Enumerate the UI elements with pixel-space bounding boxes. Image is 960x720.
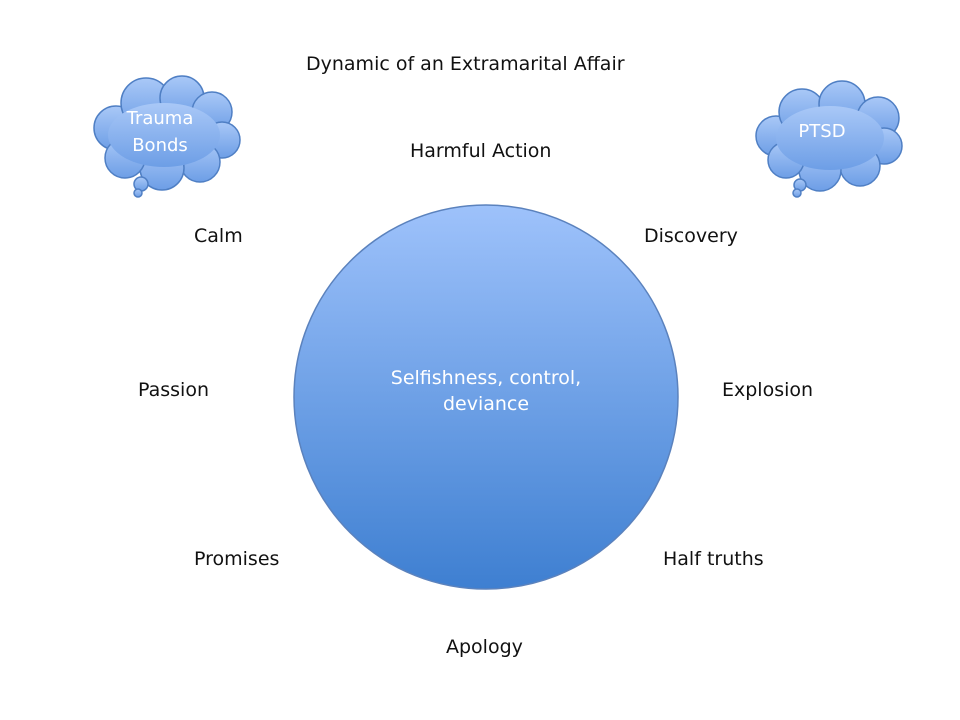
cycle-label-apology: Apology — [446, 636, 523, 658]
cycle-label-half-truths: Half truths — [663, 548, 764, 570]
thought-cloud-right-line-1: PTSD — [798, 121, 846, 142]
thought-cloud-left-text: Trauma Bonds — [108, 105, 212, 159]
thought-cloud-left-line-1: Trauma — [126, 108, 194, 129]
central-circle-line-1: Selfishness, control, — [390, 367, 582, 389]
cycle-label-calm: Calm — [194, 225, 243, 247]
cycle-label-passion: Passion — [138, 379, 209, 401]
thought-cloud-left-line-2: Bonds — [132, 135, 188, 156]
central-circle-line-2: deviance — [442, 393, 530, 415]
cycle-label-harmful-action: Harmful Action — [410, 140, 552, 162]
thought-cloud-right — [755, 80, 903, 198]
thought-cloud-right-text: PTSD — [774, 118, 870, 145]
cycle-label-discovery: Discovery — [644, 225, 738, 247]
cycle-label-promises: Promises — [194, 548, 280, 570]
central-circle-text: Selfishness, control, deviance — [370, 365, 602, 417]
cycle-label-explosion: Explosion — [722, 379, 814, 401]
diagram-title: Dynamic of an Extramarital Affair — [306, 53, 625, 75]
central-circle — [293, 204, 679, 590]
thought-cloud-left — [93, 75, 241, 198]
